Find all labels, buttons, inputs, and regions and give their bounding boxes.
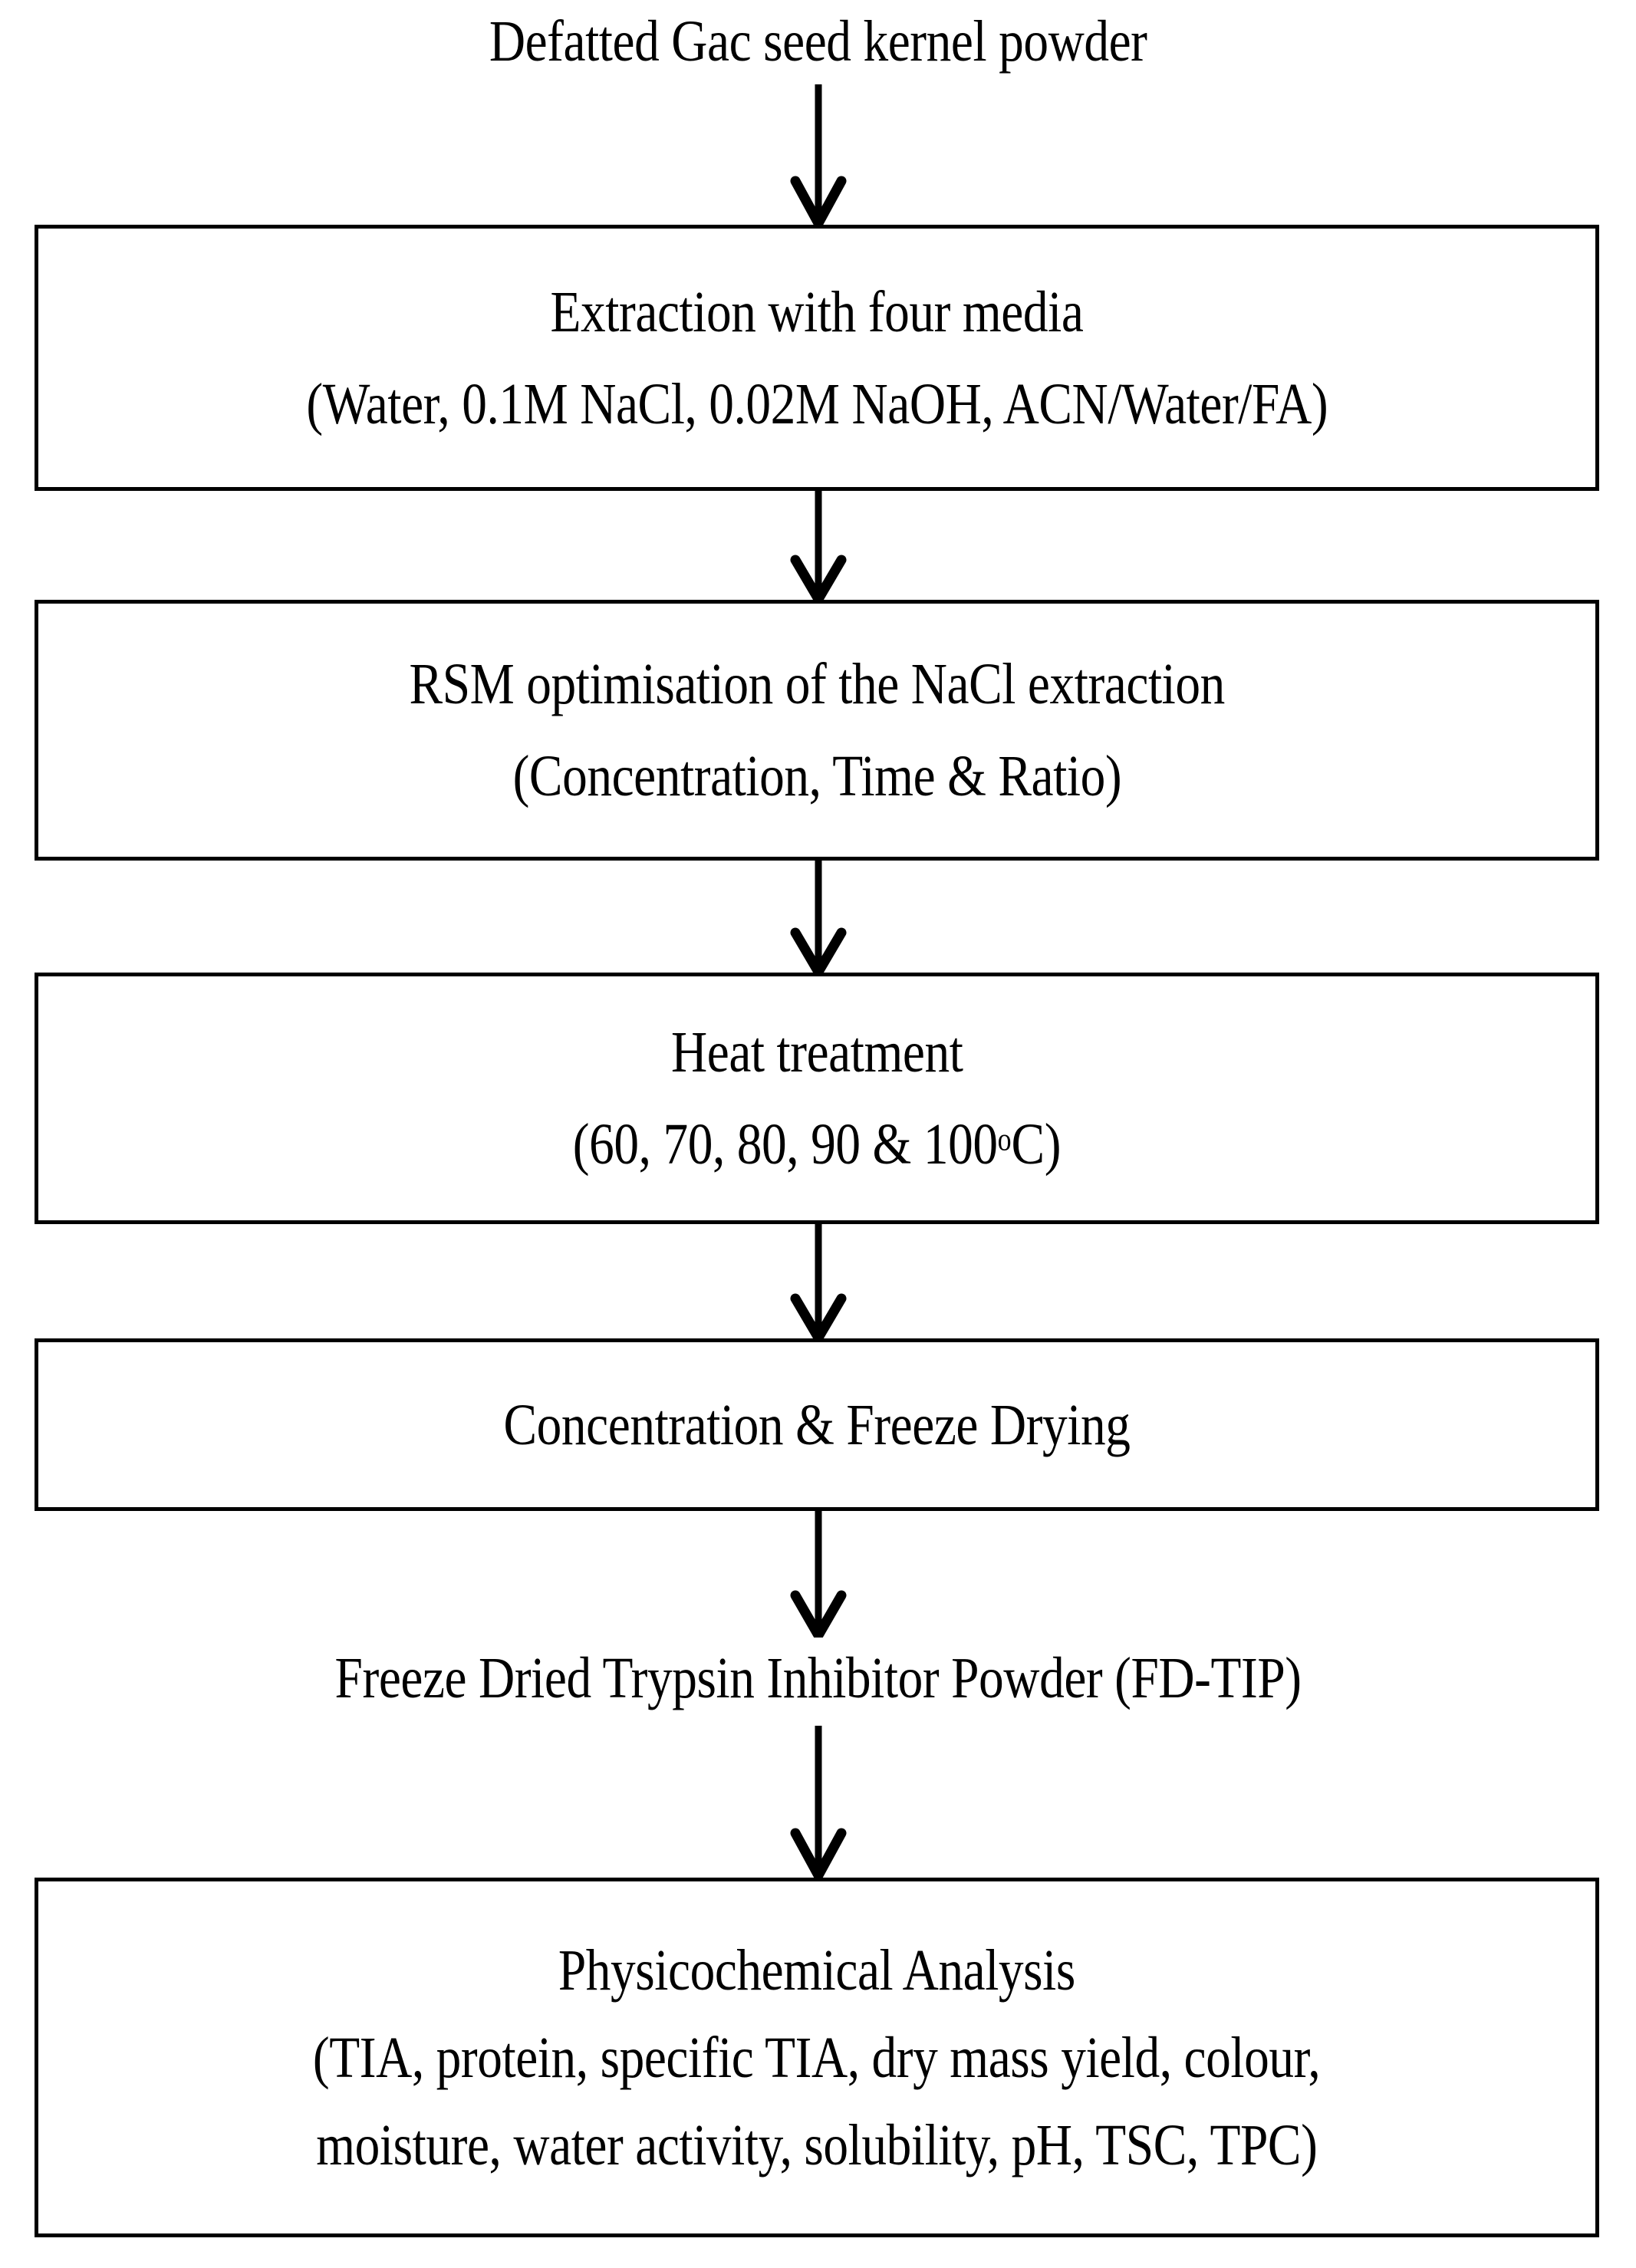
box-rsm-line-1: RSM optimisation of the NaCl extraction (409, 652, 1225, 716)
box-heat-treatment: Heat treatment (60, 70, 80, 90 & 100oC) (35, 973, 1599, 1224)
arrow-down-icon-5 (782, 1511, 855, 1638)
box-physicochemical-line-3: moisture, water activity, solubility, pH… (316, 2112, 1318, 2177)
box-heat-treatment-line-1: Heat treatment (670, 1020, 963, 1085)
node-defatted-gac-seed-kernel-powder: Defatted Gac seed kernel powder (0, 12, 1636, 71)
box-physicochemical-analysis: Physicochemical Analysis (TIA, protein, … (35, 1878, 1599, 2237)
box-extraction: Extraction with four media (Water, 0.1M … (35, 225, 1599, 491)
heat-temp-prefix: (60, 70, 80, 90 & 100 (572, 1112, 998, 1177)
heat-temp-suffix: C) (1011, 1112, 1062, 1177)
arrow-down-icon-2 (782, 491, 855, 601)
box-extraction-line-2: (Water, 0.1M NaCl, 0.02M NaOH, ACN/Water… (306, 371, 1328, 436)
box-rsm-optimisation: RSM optimisation of the NaCl extraction … (35, 600, 1599, 861)
degree-marker: o (997, 1122, 1012, 1158)
node-label: Freeze Dried Trypsin Inhibitor Powder (F… (334, 1646, 1302, 1710)
box-extraction-line-1: Extraction with four media (550, 279, 1084, 344)
arrow-down-icon-6 (782, 1724, 855, 1878)
box-heat-treatment-line-2: (60, 70, 80, 90 & 100oC) (533, 1115, 1101, 1174)
heat-temp-range: (60, 70, 80, 90 & 100oC) (572, 1112, 1062, 1177)
box-concentration-line-1: Concentration & Freeze Drying (503, 1392, 1131, 1457)
box-concentration-freeze-drying: Concentration & Freeze Drying (35, 1338, 1599, 1511)
box-physicochemical-line-1: Physicochemical Analysis (558, 1937, 1076, 2003)
arrow-down-icon-4 (782, 1224, 855, 1340)
box-rsm-line-2: (Concentration, Time & Ratio) (512, 744, 1121, 808)
arrow-down-icon-1 (782, 83, 855, 225)
node-label: Defatted Gac seed kernel powder (489, 9, 1147, 74)
node-freeze-dried-trypsin-inhibitor-powder: Freeze Dried Trypsin Inhibitor Powder (F… (0, 1649, 1636, 1707)
arrow-down-icon-3 (782, 861, 855, 974)
box-physicochemical-line-2: (TIA, protein, specific TIA, dry mass yi… (313, 2025, 1321, 2090)
